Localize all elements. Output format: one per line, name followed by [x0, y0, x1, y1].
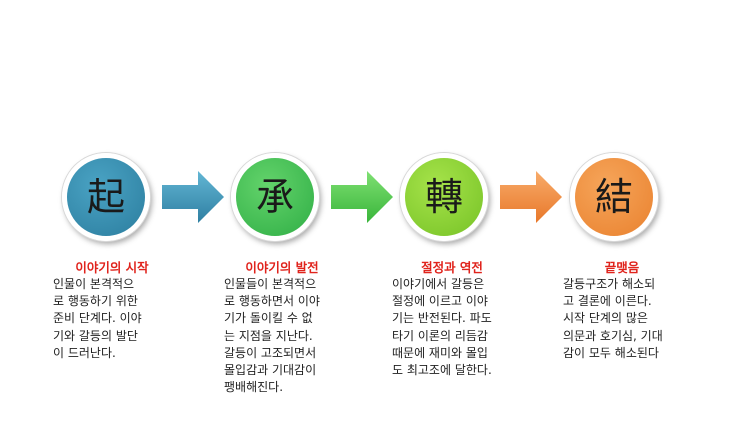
description-line: 절정에 이르고 이야 — [392, 294, 488, 309]
description-line: 타기 이론의 리듬감 — [392, 328, 488, 343]
description-line: 감이 모두 해소된다 — [563, 345, 659, 360]
stage-hanja-2: 承 — [255, 175, 294, 219]
arrow-right-icon — [331, 171, 393, 223]
stage-circle-4: 結 — [570, 153, 658, 241]
description-line: 시작 단계의 많은 — [563, 311, 648, 326]
stage-circle-3: 轉 — [400, 153, 488, 241]
description-line: 갈등이 고조되면서 — [224, 345, 317, 360]
stage-hanja-1: 起 — [86, 175, 125, 219]
description-line: 고 결론에 이른다. — [563, 294, 652, 309]
arrow-right-icon — [500, 171, 562, 223]
stage-hanja-4: 結 — [594, 175, 633, 219]
stage-title-4: 끝맺음 — [604, 260, 640, 275]
description-line: 인물들이 본격적으 — [224, 277, 317, 291]
description-line: 도 최고조에 달한다. — [392, 363, 492, 378]
stage-title-1: 이야기의 시작 — [75, 260, 149, 275]
stage-circle-1: 起 — [62, 153, 150, 241]
description-line: 는 지점을 지난다. — [224, 328, 313, 343]
description-line: 팽배해진다. — [224, 380, 284, 395]
stage-description-3: 이야기에서 갈등은 절정에 이르고 이야 기는 반전된다. 파도 타기 이론의 … — [392, 276, 492, 379]
stage-circle-2: 承 — [231, 153, 319, 241]
description-line: 의문과 호기심, 기대 — [563, 328, 663, 343]
arrow-right-icon — [162, 171, 224, 223]
description-line: 몰입감과 기대감이 — [224, 363, 317, 378]
description-line: 준비 단계다. 이야 — [53, 311, 142, 326]
stage-description-4: 갈등구조가 해소되 고 결론에 이른다. 시작 단계의 많은 의문과 호기심, … — [563, 276, 663, 362]
description-line: 이 드러난다. — [53, 345, 116, 360]
description-line: 인물이 본격적으 — [53, 277, 135, 291]
description-line: 로 행동하면서 이야 — [224, 294, 320, 309]
description-line: 기는 반전된다. 파도 — [392, 311, 492, 326]
description-line: 기가 돌이킬 수 없 — [224, 311, 313, 326]
description-line: 기와 갈등의 발단 — [53, 328, 138, 343]
description-line: 이야기에서 갈등은 — [392, 277, 485, 291]
description-line: 로 행동하기 위한 — [53, 294, 138, 309]
description-line: 갈등구조가 해소되 — [563, 277, 656, 291]
stage-title-3: 절정과 역전 — [421, 260, 483, 275]
stage-description-1: 인물이 본격적으 로 행동하기 위한 준비 단계다. 이야 기와 갈등의 발단 … — [53, 276, 142, 362]
stage-description-2: 인물들이 본격적으 로 행동하면서 이야 기가 돌이킬 수 없 는 지점을 지난… — [224, 276, 320, 396]
stage-hanja-3: 轉 — [424, 175, 463, 219]
description-line: 때문에 재미와 몰입 — [392, 345, 488, 360]
stage-title-2: 이야기의 발전 — [245, 260, 319, 275]
